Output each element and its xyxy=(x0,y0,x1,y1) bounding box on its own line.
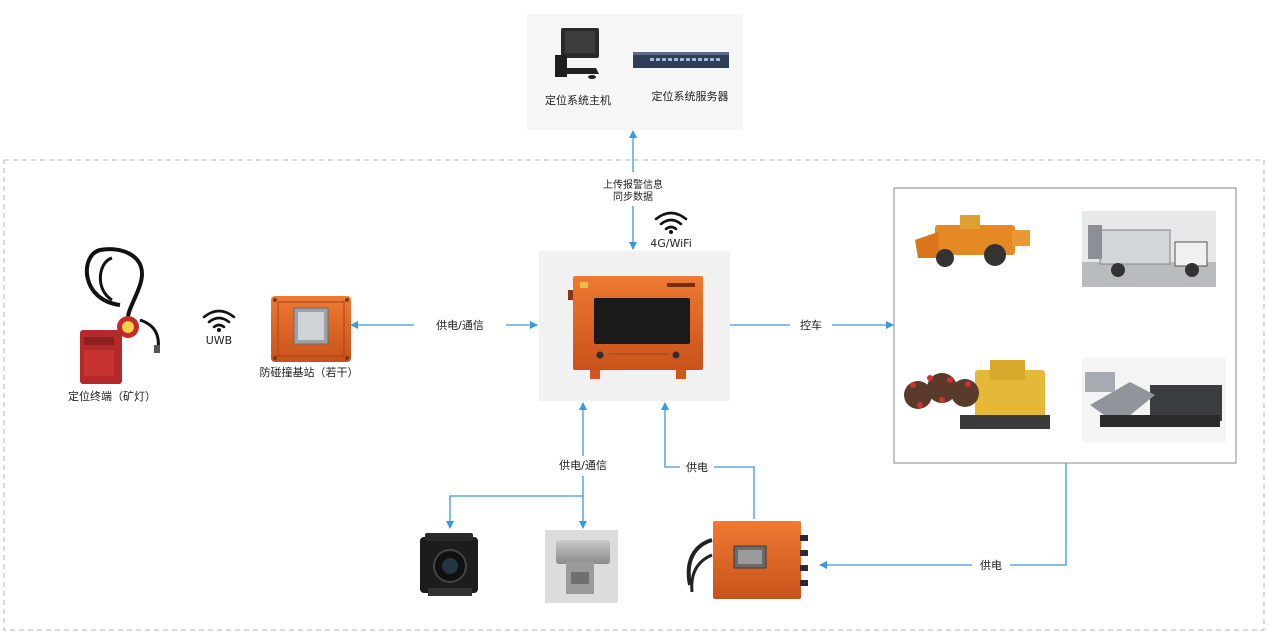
power-right-label: 供电 xyxy=(980,559,1002,572)
sensor-image xyxy=(545,530,618,603)
power-supply-image xyxy=(686,521,808,599)
upload-label-line2: 同步数据 xyxy=(613,192,653,203)
vehicle-image-roadheader xyxy=(904,360,1050,429)
connection-lines xyxy=(350,130,1067,569)
host-computer-icon xyxy=(555,28,599,79)
base-station-label: 防碰撞基站（若干） xyxy=(259,366,359,379)
wifi-icon-4g xyxy=(654,211,688,231)
wireless-4g-label: 4G/WiFi xyxy=(650,237,692,250)
power-bottom-label: 供电 xyxy=(686,461,708,474)
wifi-icon-uwb xyxy=(202,309,236,329)
power-comm-left-label: 供电/通信 xyxy=(436,319,484,332)
camera-image xyxy=(420,533,478,596)
mining-lamp-terminal-image xyxy=(80,247,160,384)
uwb-label: UWB xyxy=(205,334,233,347)
power-comm-bottom-label: 供电/通信 xyxy=(559,459,607,472)
base-station-image xyxy=(271,296,351,362)
underground-boundary xyxy=(3,159,1265,631)
controller-image xyxy=(568,276,703,379)
server-label: 定位系统服务器 xyxy=(651,90,729,103)
vehicle-image-loader xyxy=(915,215,1030,267)
upload-label-line1: 上传报警信息 xyxy=(603,180,663,191)
server-icon xyxy=(633,52,729,68)
vehicle-image-mining-machine xyxy=(1082,358,1226,442)
terminal-label: 定位终端（矿灯） xyxy=(68,390,156,403)
vehicle-image-drill-rig xyxy=(1082,211,1216,287)
host-label: 定位系统主机 xyxy=(545,94,611,107)
control-vehicle-label: 控车 xyxy=(800,319,822,332)
